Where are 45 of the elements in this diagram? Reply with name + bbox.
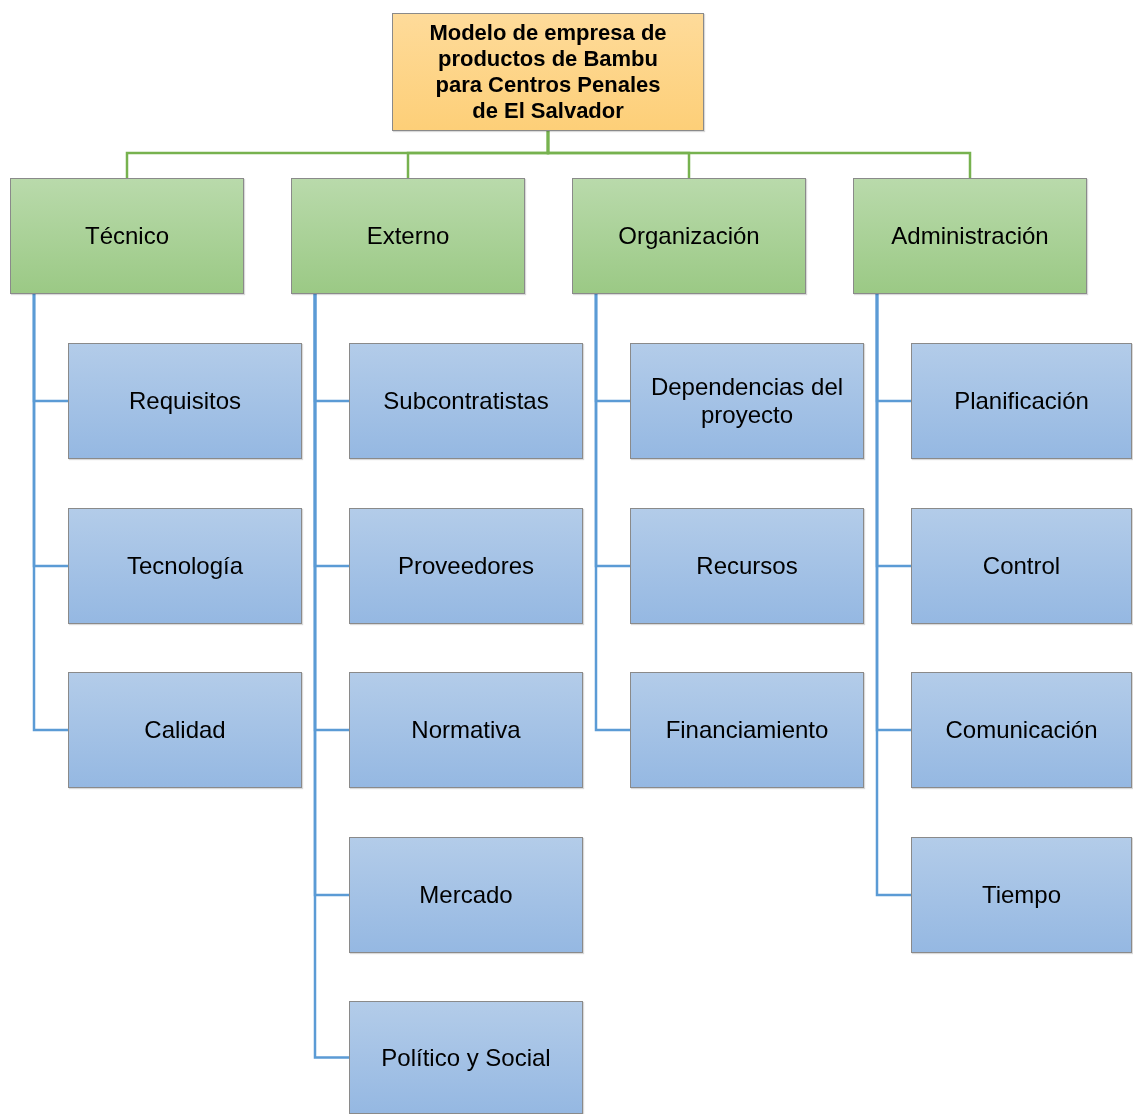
title-box	[392, 13, 704, 131]
item-box	[349, 1001, 583, 1114]
box-label: Normativa	[411, 716, 521, 744]
item-box	[630, 508, 864, 624]
box-label: Tecnología	[126, 552, 244, 580]
box-label: Planificación	[954, 387, 1089, 415]
box-label: Calidad	[144, 716, 226, 744]
box-label: Mercado	[419, 881, 513, 909]
item-box	[630, 343, 864, 459]
item-box	[911, 837, 1132, 953]
item-box	[68, 508, 302, 624]
box-label: Control	[982, 552, 1061, 580]
connector-line	[313, 294, 349, 1059]
box-label: Financiamiento	[665, 716, 829, 744]
connector-line	[546, 131, 972, 178]
category-box	[291, 178, 525, 294]
connector-line	[594, 294, 630, 732]
box-label: Dependencias del proyecto	[649, 373, 845, 429]
box-label: Proveedores	[397, 552, 535, 580]
box-label: Subcontratistas	[383, 387, 549, 415]
box-label: Organización	[618, 222, 760, 250]
item-box	[349, 343, 583, 459]
box-label: Comunicación	[945, 716, 1098, 744]
category-box	[10, 178, 244, 294]
item-box	[911, 508, 1132, 624]
item-box	[68, 672, 302, 788]
item-box	[911, 343, 1132, 459]
category-box	[572, 178, 806, 294]
box-label: Externo	[366, 222, 450, 250]
box-label: Administración	[891, 222, 1049, 250]
box-label: Político y Social	[381, 1043, 551, 1072]
box-label: Requisitos	[128, 387, 242, 415]
item-box	[349, 672, 583, 788]
box-label: Tiempo	[981, 881, 1062, 909]
connector-line	[32, 294, 68, 732]
item-box	[911, 672, 1132, 788]
box-label: Recursos	[696, 552, 798, 580]
item-box	[68, 343, 302, 459]
connector-line	[875, 294, 911, 897]
item-box	[349, 837, 583, 953]
item-box	[630, 672, 864, 788]
box-label: Modelo de empresa de productos de Bambu para Centros Penales de El Salvador	[428, 20, 668, 124]
category-box	[853, 178, 1087, 294]
item-box	[349, 508, 583, 624]
box-label: Técnico	[84, 222, 169, 250]
